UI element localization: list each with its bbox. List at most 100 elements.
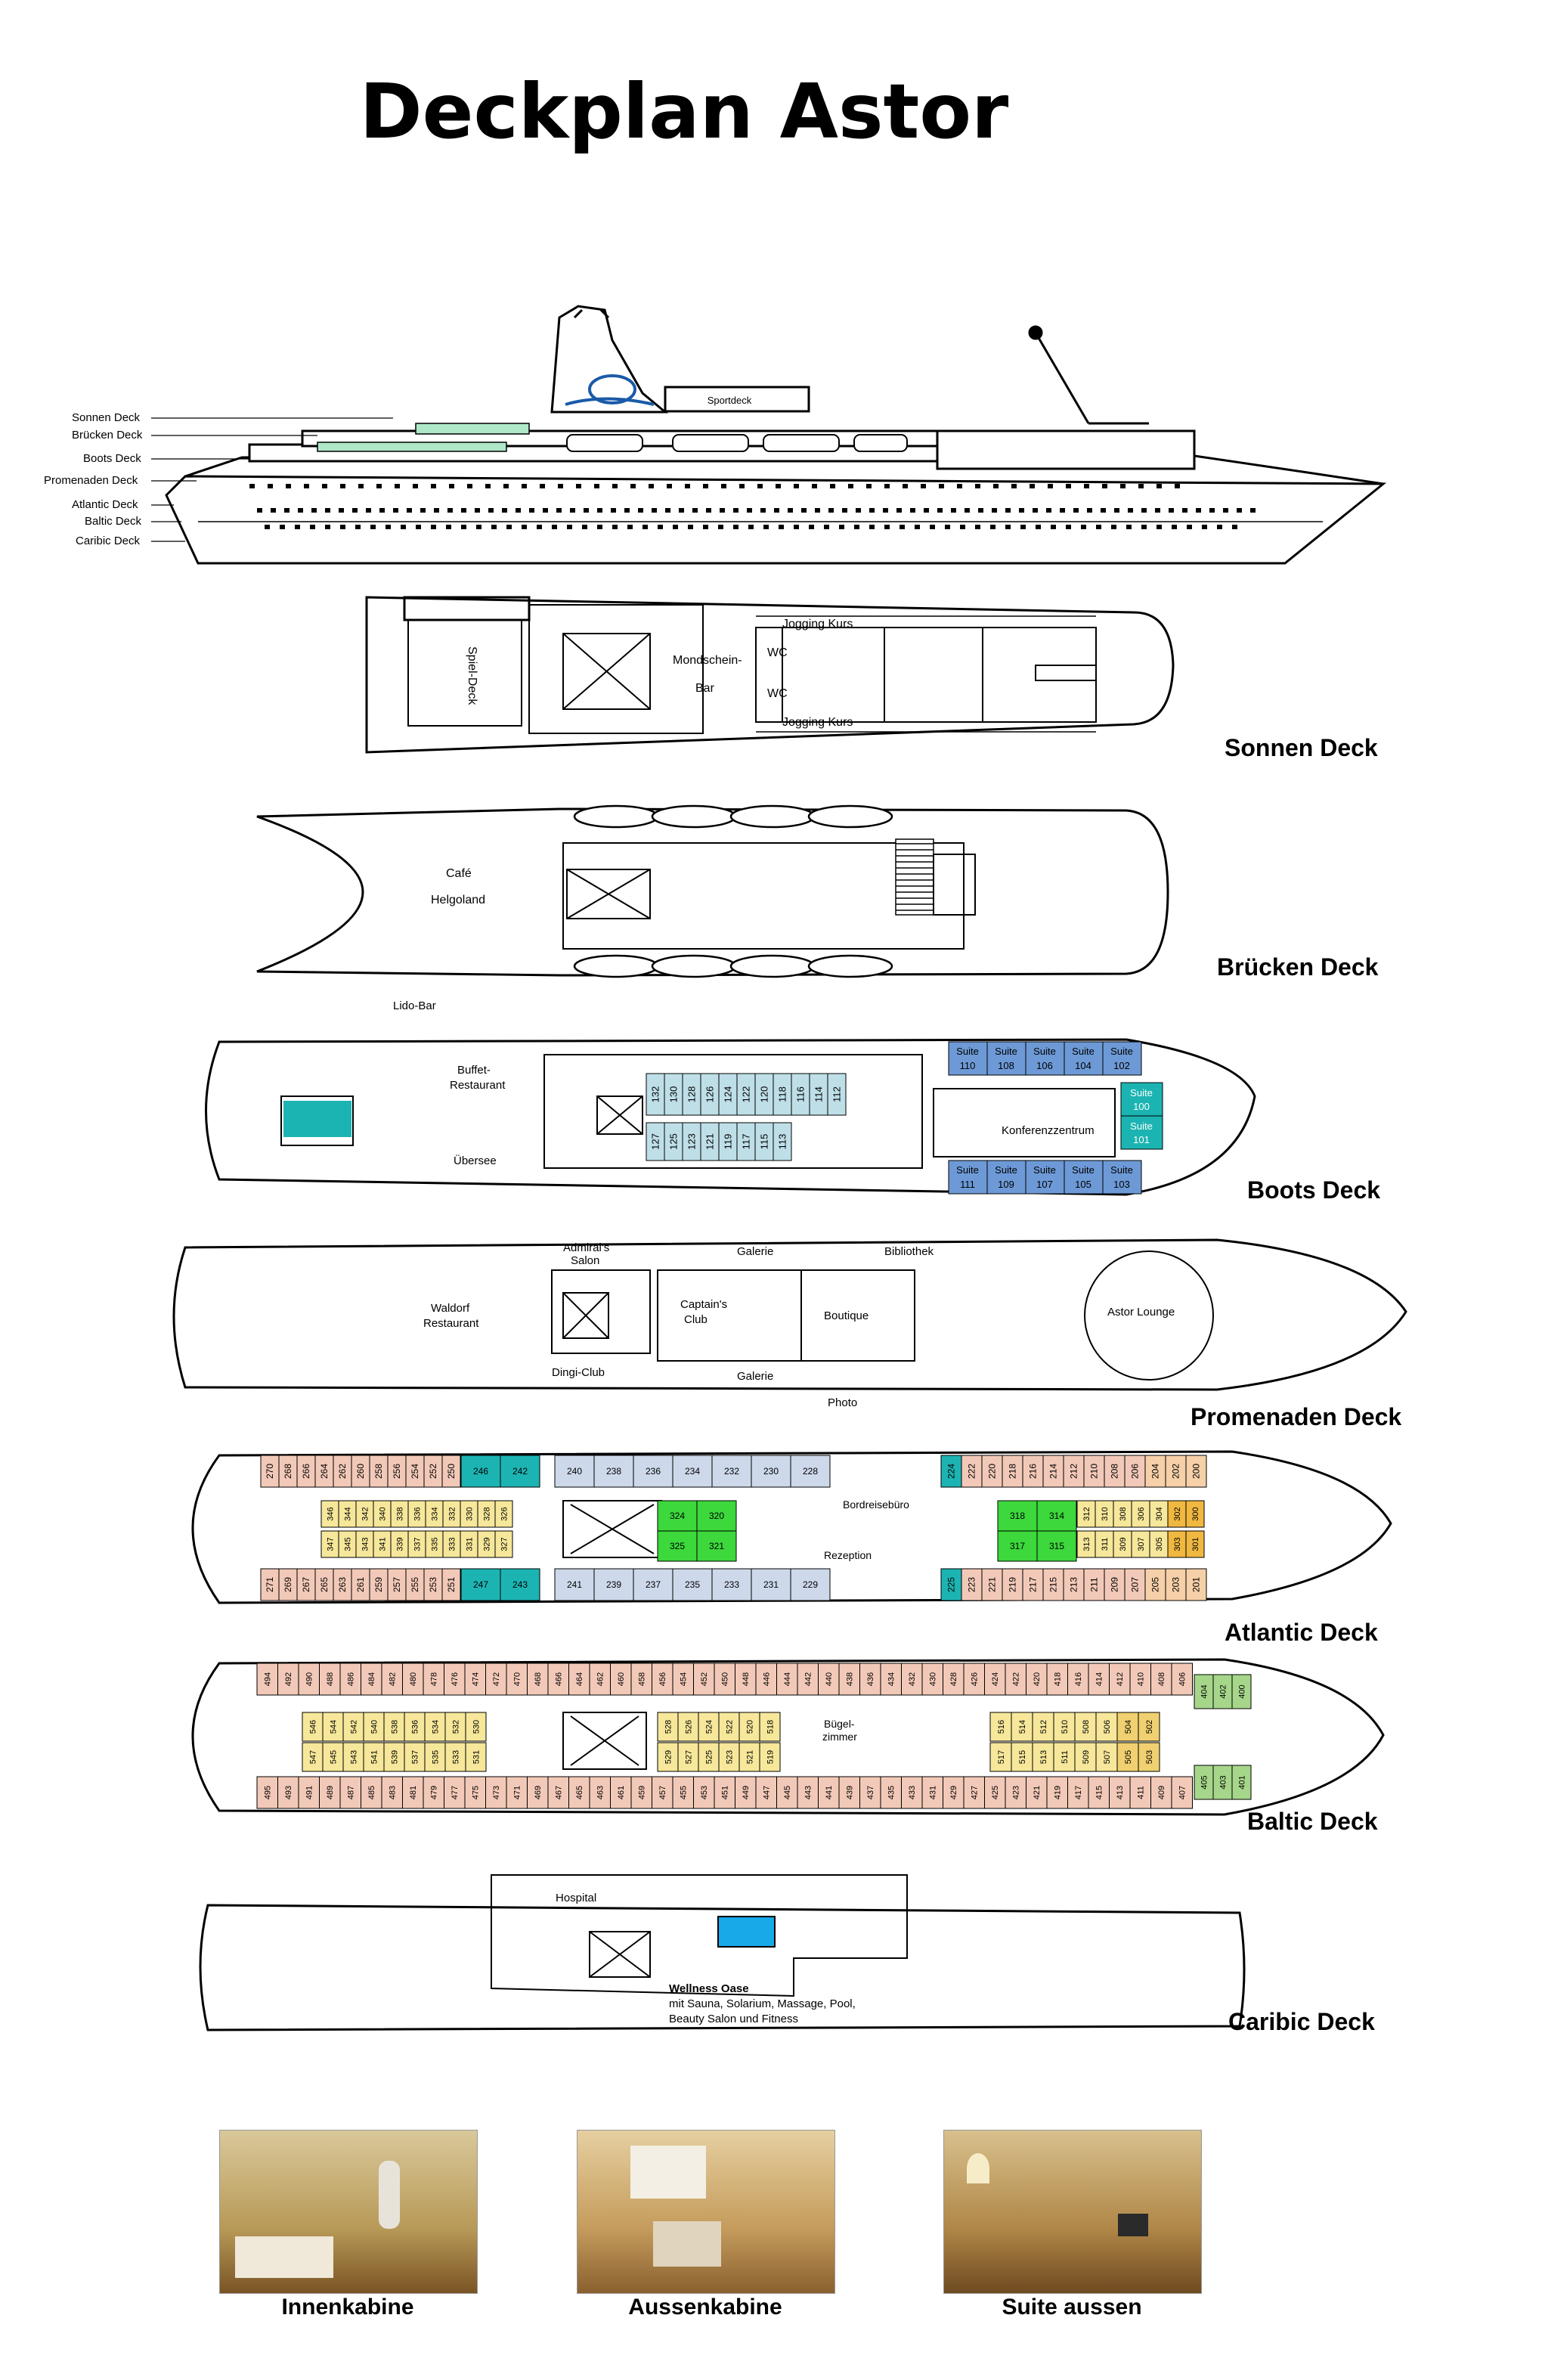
cabin-number: 450	[721, 1672, 730, 1686]
cabin-number: 214	[1048, 1464, 1059, 1479]
cabin-cell	[554, 1455, 595, 1488]
cabin-cell	[940, 1568, 962, 1601]
cabin-cell	[1074, 1742, 1097, 1772]
cabin-cell	[773, 1073, 792, 1116]
cabin-cell	[444, 1712, 466, 1742]
cabin-number: 433	[908, 1786, 917, 1799]
suite-label: Suite	[1110, 1164, 1133, 1176]
cabin-cell	[718, 1122, 738, 1161]
cabin-number: 114	[813, 1086, 825, 1102]
cabin-number: 310	[1101, 1507, 1110, 1520]
side-window	[1030, 484, 1035, 488]
side-window	[896, 508, 902, 513]
cabin-number: 201	[1191, 1577, 1202, 1592]
cabin-number: 239	[606, 1579, 621, 1590]
cabin-number: 460	[617, 1672, 626, 1686]
suite-number: 102	[1113, 1060, 1130, 1071]
cabin-cell	[485, 1663, 507, 1696]
cabin-number: 327	[500, 1537, 509, 1551]
cabin-number: 258	[373, 1464, 384, 1479]
cabin-number: 406	[1178, 1672, 1187, 1686]
cabin-cell	[527, 1776, 549, 1809]
side-window	[475, 508, 480, 513]
side-window	[567, 525, 572, 529]
side-window	[718, 525, 723, 529]
cabin-cell	[859, 1663, 881, 1696]
cabin-number: 525	[704, 1750, 714, 1764]
cabin-number: 127	[650, 1133, 661, 1150]
cabin-number: 429	[949, 1786, 958, 1799]
cabin-cell	[657, 1742, 679, 1772]
cabin-number: 543	[349, 1750, 358, 1764]
side-window	[733, 508, 738, 513]
cabin-number: 339	[395, 1537, 404, 1551]
side-window	[1114, 508, 1119, 513]
cabin-number: 439	[846, 1786, 855, 1799]
cabin-cell	[1185, 1500, 1205, 1528]
cabin-cell	[736, 1122, 756, 1161]
side-window	[420, 508, 426, 513]
side-window	[658, 525, 663, 529]
cabin-cell	[1032, 1742, 1054, 1772]
cabin-cell	[1104, 1568, 1126, 1601]
cabin-cell	[776, 1663, 798, 1696]
cabin-cell	[735, 1663, 757, 1696]
side-window	[866, 484, 872, 488]
side-window	[386, 525, 391, 529]
cabin-number: 236	[646, 1466, 661, 1477]
cabin-number: 528	[664, 1720, 673, 1734]
cabin-cell	[657, 1530, 698, 1562]
cabin-cell	[1171, 1663, 1193, 1696]
cabin-cell	[465, 1712, 487, 1742]
cabin-number: 333	[447, 1537, 457, 1551]
cabin-cell	[1022, 1455, 1044, 1488]
cabin-cell	[693, 1776, 715, 1809]
cabin-number: 502	[1145, 1720, 1154, 1734]
bruecken-labels: Café Helgoland	[431, 867, 485, 906]
cabin-cell	[342, 1742, 364, 1772]
side-window	[1102, 484, 1107, 488]
cabin-cell	[256, 1663, 278, 1696]
cabin-number: 476	[451, 1672, 460, 1686]
cabin-cell	[610, 1776, 632, 1809]
boutique-label: Boutique	[824, 1309, 869, 1322]
cabin-number: 477	[451, 1786, 460, 1799]
cabin-number: 232	[724, 1466, 739, 1477]
side-window	[491, 525, 497, 529]
side-window	[310, 525, 315, 529]
cabin-number: 519	[766, 1750, 775, 1764]
cabin-cell	[363, 1742, 385, 1772]
side-window	[322, 484, 327, 488]
cabin-number: 453	[700, 1786, 709, 1799]
cabin-number: 462	[596, 1672, 605, 1686]
cabin-cell	[333, 1568, 352, 1601]
cabin-cell	[790, 1455, 831, 1488]
cabin-cell	[672, 1455, 713, 1488]
cabin-cell	[940, 1455, 962, 1488]
cabin-number: 335	[430, 1537, 439, 1551]
cabin-number: 263	[337, 1577, 348, 1592]
side-window	[1111, 525, 1116, 529]
cabin-number: 347	[326, 1537, 335, 1551]
bar-label: Bar	[695, 682, 715, 695]
cabin-number: 117	[741, 1134, 752, 1150]
cabin-number: 247	[473, 1579, 488, 1590]
cabin-number: 204	[1150, 1464, 1161, 1479]
suite-number: 110	[960, 1060, 976, 1071]
cabin-cell	[1102, 1160, 1142, 1195]
cabin-number: 451	[721, 1786, 730, 1799]
side-window	[552, 525, 557, 529]
side-window	[537, 525, 542, 529]
cabin-number: 468	[534, 1672, 543, 1686]
cabin-number: 410	[1137, 1672, 1146, 1686]
side-window	[584, 508, 589, 513]
cabin-number: 403	[1218, 1775, 1228, 1789]
cabin-number: 304	[1155, 1507, 1164, 1520]
deck-name-baltic: Baltic Deck	[1247, 1808, 1378, 1835]
cabin-cell	[339, 1663, 361, 1696]
cabin-cell	[901, 1663, 923, 1696]
cabin-cell	[363, 1712, 385, 1742]
cabin-cell	[1212, 1765, 1233, 1800]
side-window	[1073, 508, 1079, 513]
cabin-cell	[1109, 1776, 1131, 1809]
